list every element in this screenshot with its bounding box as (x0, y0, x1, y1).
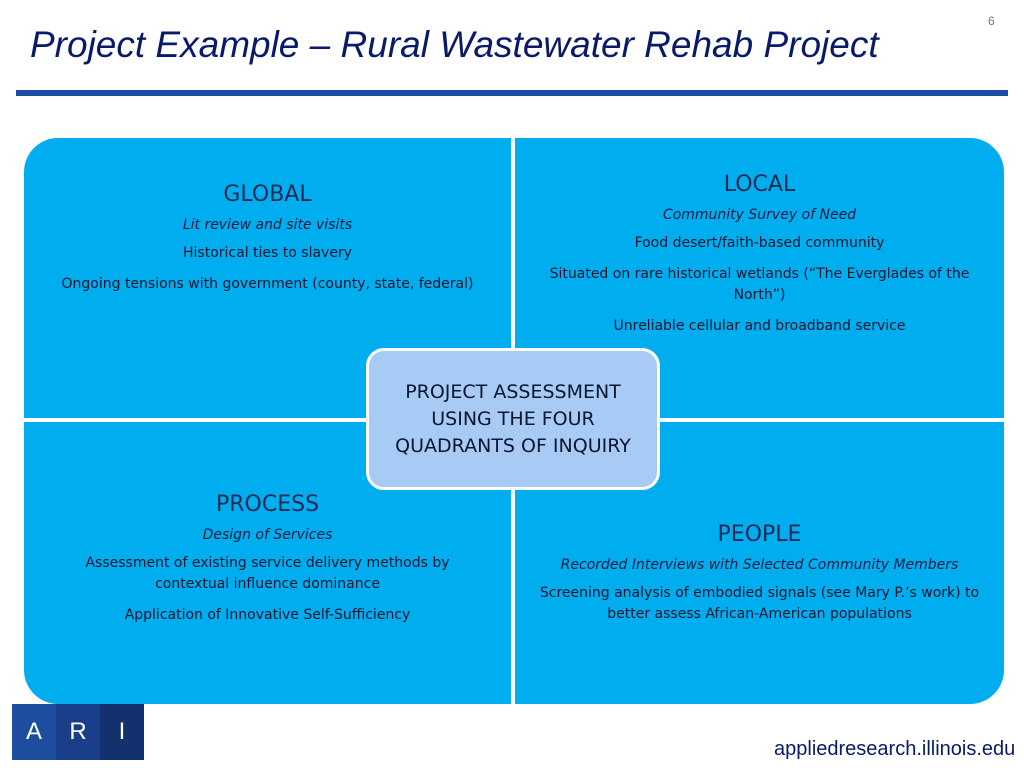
footer-url: appliedresearch.illinois.edu (774, 738, 1016, 760)
slide-number: 6 (988, 14, 995, 28)
title-rule (16, 90, 1008, 96)
quadrant-subtitle: Community Survey of Need (662, 207, 857, 223)
quadrant-line: Screening analysis of embodied signals (… (539, 585, 980, 622)
quadrant-line: Situated on rare historical wetlands (“T… (549, 266, 970, 303)
ari-logo: A R I (12, 704, 144, 760)
center-assessment-text: PROJECT ASSESSMENT USING THE FOUR QUADRA… (395, 380, 631, 457)
quadrant-heading: PROCESS (215, 492, 320, 517)
quadrant-line: Application of Innovative Self-Sufficien… (124, 607, 411, 623)
center-assessment-box: PROJECT ASSESSMENT USING THE FOUR QUADRA… (366, 348, 660, 490)
quadrant-people: PEOPLE Recorded Interviews with Selected… (515, 522, 1004, 635)
quadrant-subtitle: Design of Services (202, 527, 333, 543)
quadrant-line: Ongoing tensions with government (county… (61, 276, 474, 292)
quadrant-line: Assessment of existing service delivery … (85, 555, 450, 592)
quadrant-line: Food desert/faith-based community (634, 235, 885, 251)
slide-title: Project Example – Rural Wastewater Rehab… (30, 24, 879, 65)
logo-letter-i: I (100, 704, 144, 760)
quadrant-process: PROCESS Design of Services Assessment of… (24, 492, 511, 636)
quadrant-heading: GLOBAL (223, 182, 312, 207)
quadrant-line: Unreliable cellular and broadband servic… (613, 318, 906, 334)
quadrant-subtitle: Lit review and site visits (182, 217, 353, 233)
quadrant-subtitle: Recorded Interviews with Selected Commun… (560, 557, 959, 573)
quadrant-local: LOCAL Community Survey of Need Food dese… (515, 172, 1004, 347)
quadrant-panel: GLOBAL Lit review and site visits Histor… (24, 138, 1004, 704)
quadrant-global: GLOBAL Lit review and site visits Histor… (24, 182, 511, 305)
quadrant-line: Historical ties to slavery (183, 245, 352, 261)
logo-letter-r: R (56, 704, 100, 760)
logo-letter-a: A (12, 704, 56, 760)
quadrant-heading: PEOPLE (717, 522, 802, 547)
quadrant-heading: LOCAL (723, 172, 796, 197)
